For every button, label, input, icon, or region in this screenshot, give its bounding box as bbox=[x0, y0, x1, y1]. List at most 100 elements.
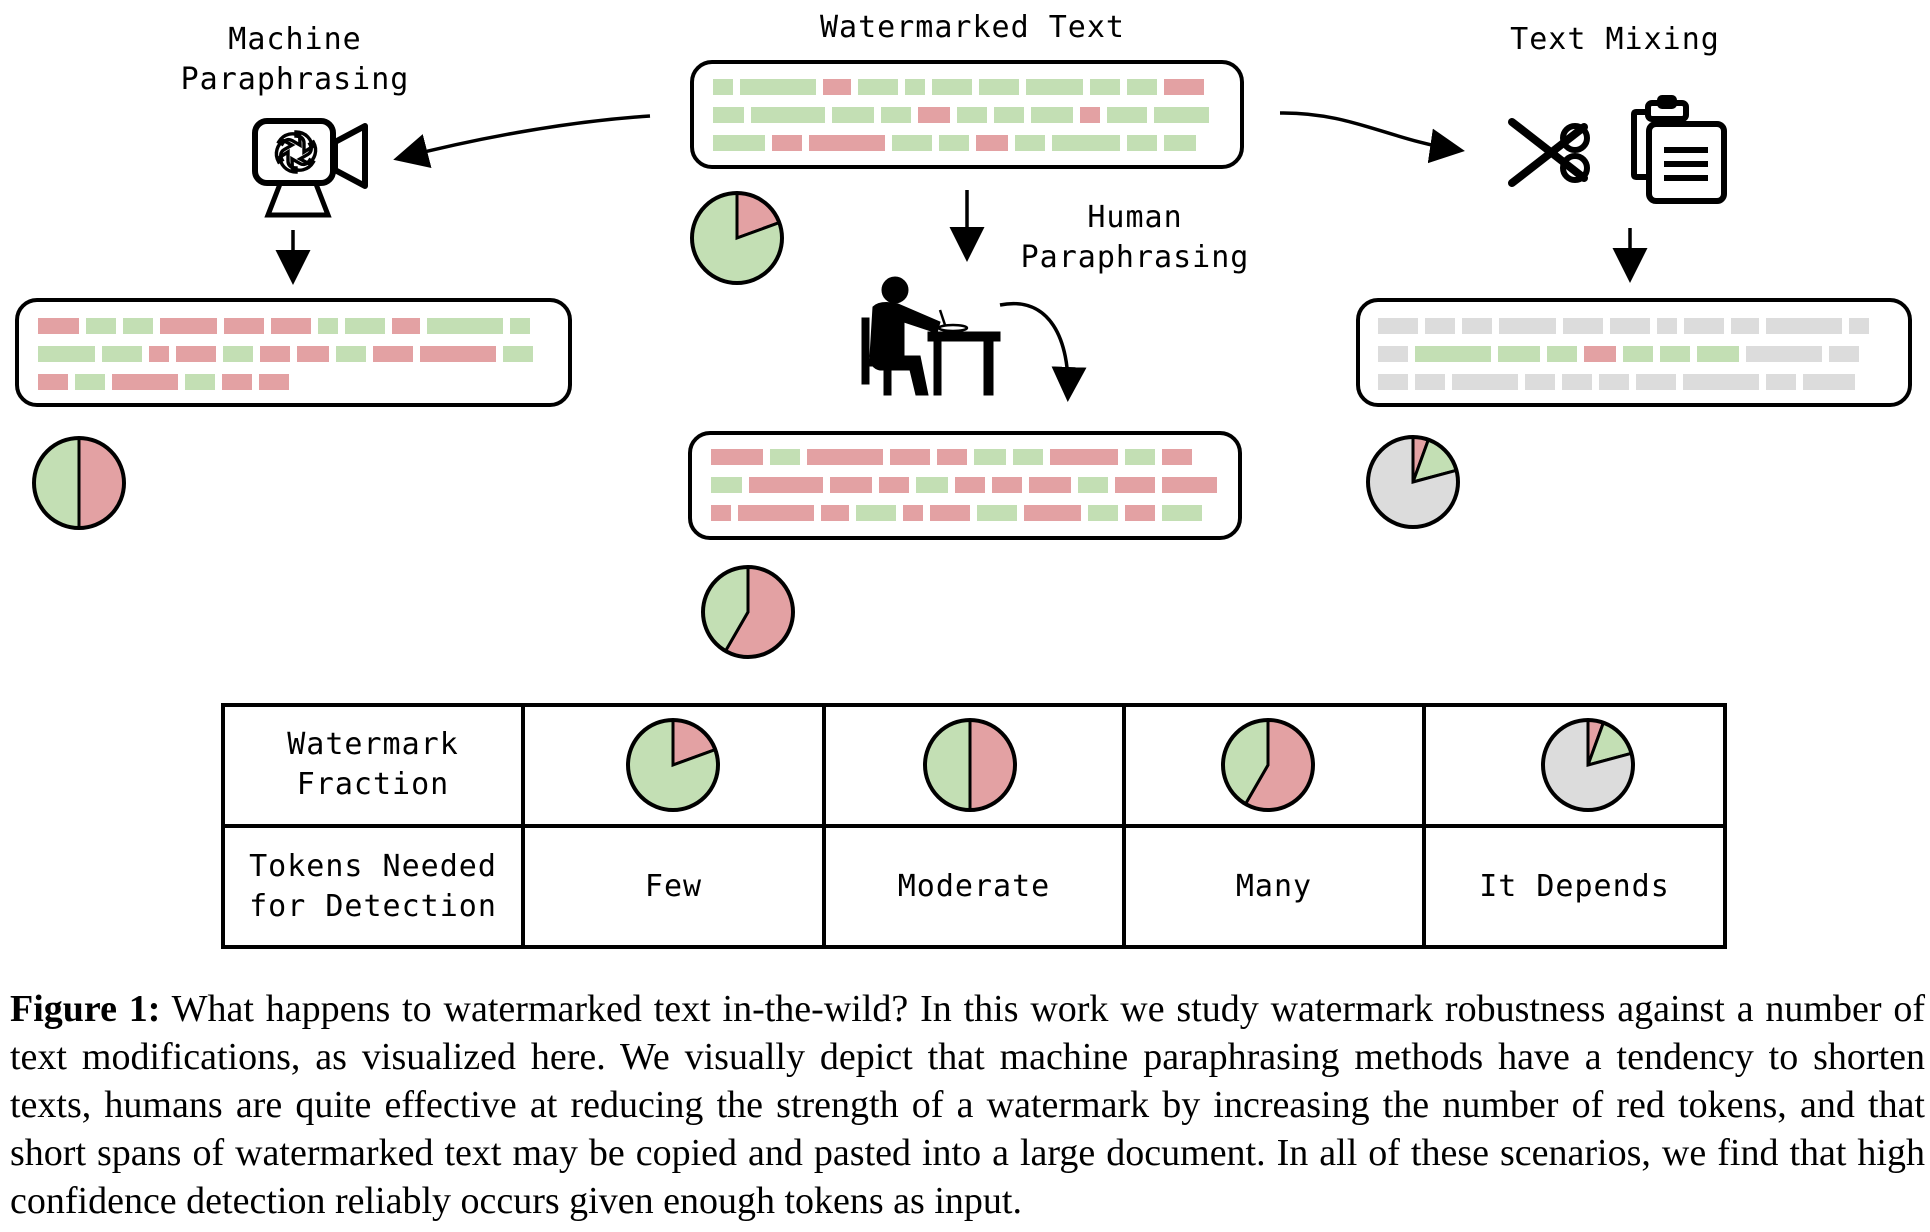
table-cell-many: Many bbox=[1235, 869, 1313, 904]
clipboard-icon bbox=[1631, 95, 1727, 204]
red-token bbox=[420, 346, 496, 362]
green-token bbox=[86, 318, 116, 334]
green-token bbox=[427, 318, 503, 334]
red-token bbox=[830, 477, 872, 493]
green-token bbox=[1154, 107, 1209, 123]
red-token bbox=[1029, 477, 1071, 493]
red-token bbox=[711, 449, 763, 465]
arrow-to-machine bbox=[393, 114, 651, 168]
red-token bbox=[38, 374, 68, 390]
pie-outline bbox=[690, 191, 784, 285]
red-token bbox=[890, 449, 930, 465]
red-token bbox=[937, 449, 967, 465]
gray-token bbox=[1599, 374, 1629, 390]
red-token bbox=[879, 477, 909, 493]
red-token bbox=[176, 346, 216, 362]
green-token bbox=[1015, 135, 1045, 151]
green-token bbox=[345, 318, 385, 334]
table-cell-it-depends: It Depends bbox=[1479, 869, 1670, 904]
machine-paraphrase-box bbox=[15, 298, 572, 407]
red-token bbox=[821, 505, 849, 521]
pie-outline bbox=[1221, 718, 1315, 812]
label-machine-line2: Paraphrasing bbox=[180, 62, 410, 97]
green-token bbox=[38, 346, 95, 362]
person-writing-at-desk-icon bbox=[861, 276, 1001, 396]
green-token bbox=[1498, 346, 1540, 362]
gray-token bbox=[1657, 318, 1677, 334]
gray-token bbox=[1499, 318, 1556, 334]
table-header-wf-line2: Fraction bbox=[296, 767, 450, 802]
gray-token bbox=[1803, 374, 1855, 390]
green-token bbox=[713, 107, 744, 123]
scissors-icon bbox=[1508, 118, 1590, 187]
red-token bbox=[260, 346, 290, 362]
green-token bbox=[858, 79, 898, 95]
gray-token bbox=[1415, 374, 1445, 390]
gray-token bbox=[1731, 318, 1759, 334]
gray-token bbox=[1636, 374, 1676, 390]
red-token bbox=[823, 79, 851, 95]
red-token bbox=[711, 505, 731, 521]
green-token bbox=[916, 477, 948, 493]
green-token bbox=[1013, 449, 1043, 465]
green-token bbox=[977, 505, 1017, 521]
pie-outline bbox=[1541, 718, 1635, 812]
red-token bbox=[976, 135, 1008, 151]
pie-outline bbox=[923, 718, 1017, 812]
green-token bbox=[1125, 449, 1155, 465]
red-token bbox=[1584, 346, 1616, 362]
green-token bbox=[713, 79, 733, 95]
gray-token bbox=[1378, 346, 1408, 362]
table-header-tn-line2: for Detection bbox=[249, 889, 497, 924]
gray-token bbox=[1462, 318, 1492, 334]
gray-token bbox=[1525, 374, 1555, 390]
red-token bbox=[809, 135, 885, 151]
green-token bbox=[1088, 505, 1118, 521]
label-human-line2: Paraphrasing bbox=[1020, 240, 1250, 275]
green-token bbox=[1090, 79, 1120, 95]
label-human-paraphrasing: Human Paraphrasing bbox=[1000, 198, 1270, 278]
pie-watermarked bbox=[690, 191, 784, 285]
green-token bbox=[770, 449, 800, 465]
gray-token bbox=[1684, 318, 1724, 334]
green-token bbox=[711, 477, 742, 493]
gray-token bbox=[1563, 318, 1603, 334]
green-token bbox=[994, 107, 1024, 123]
summary-table bbox=[221, 703, 1727, 949]
green-token bbox=[102, 346, 142, 362]
label-watermarked-text: Watermarked Text bbox=[820, 10, 1125, 45]
red-token bbox=[749, 477, 823, 493]
label-machine-line1: Machine bbox=[228, 22, 362, 57]
green-token bbox=[185, 374, 215, 390]
green-token bbox=[905, 79, 925, 95]
green-token bbox=[1052, 135, 1120, 151]
red-token bbox=[772, 135, 802, 151]
red-token bbox=[259, 374, 289, 390]
green-token bbox=[1127, 135, 1157, 151]
table-header-tokens-needed: Tokens Needed for Detection bbox=[223, 847, 523, 927]
table-cell-moderate: Moderate bbox=[897, 869, 1051, 904]
green-token bbox=[1660, 346, 1690, 362]
red-token bbox=[903, 505, 923, 521]
gray-token bbox=[1425, 318, 1455, 334]
red-token bbox=[392, 318, 420, 334]
green-token bbox=[1415, 346, 1491, 362]
human-paraphrase-box bbox=[688, 431, 1242, 540]
label-human-line1: Human bbox=[1087, 200, 1183, 235]
green-token bbox=[957, 107, 987, 123]
pie-slice bbox=[968, 718, 1017, 812]
green-token bbox=[892, 135, 932, 151]
green-token bbox=[123, 318, 153, 334]
green-token bbox=[979, 79, 1019, 95]
green-token bbox=[223, 346, 253, 362]
green-token bbox=[740, 79, 816, 95]
green-token bbox=[1162, 505, 1202, 521]
green-token bbox=[881, 107, 911, 123]
table-header-tn-line1: Tokens Needed bbox=[249, 849, 497, 884]
pie-slice bbox=[77, 436, 126, 530]
pie-text-mixing bbox=[1366, 435, 1460, 529]
gray-token bbox=[1829, 346, 1859, 362]
gray-token bbox=[1378, 318, 1418, 334]
gray-token bbox=[1766, 374, 1796, 390]
text-mixing-tokens bbox=[1378, 318, 1869, 390]
